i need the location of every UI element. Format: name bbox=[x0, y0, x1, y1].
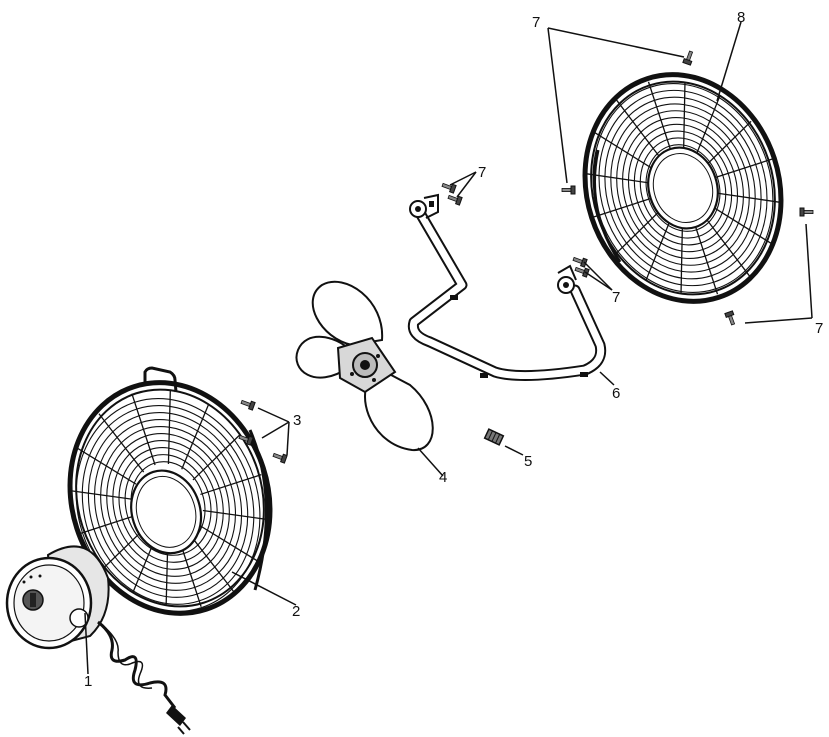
callout-7: 7 bbox=[478, 164, 486, 181]
screw-icon bbox=[799, 207, 814, 217]
screw-icon bbox=[240, 399, 256, 411]
fan-blade bbox=[295, 280, 434, 452]
screw-icon bbox=[572, 256, 588, 268]
screw-icon bbox=[238, 434, 254, 446]
screw-icon bbox=[447, 194, 463, 206]
callout-labels: 7 8 7 7 7 6 3 5 4 2 1 bbox=[84, 9, 823, 690]
screws bbox=[238, 50, 814, 464]
screw-icon bbox=[682, 50, 694, 66]
blade-spinner-nut bbox=[483, 428, 505, 446]
callout-1: 1 bbox=[84, 673, 92, 690]
callout-7: 7 bbox=[532, 14, 540, 31]
callout-8: 8 bbox=[737, 9, 745, 26]
front-grille bbox=[67, 366, 273, 620]
callout-6: 6 bbox=[612, 385, 620, 402]
mounting-bracket bbox=[407, 193, 607, 382]
callout-3: 3 bbox=[293, 412, 301, 429]
callout-2: 2 bbox=[292, 603, 300, 620]
screw-icon bbox=[724, 310, 736, 326]
leader-lines bbox=[84, 21, 813, 675]
callout-4: 4 bbox=[439, 469, 447, 486]
rear-grille bbox=[582, 72, 784, 304]
screw-icon bbox=[272, 452, 288, 464]
power-cord bbox=[97, 620, 191, 735]
motor-housing bbox=[5, 545, 110, 650]
callout-5: 5 bbox=[524, 453, 532, 470]
callout-7: 7 bbox=[612, 289, 620, 306]
screw-icon bbox=[441, 182, 457, 194]
callout-7: 7 bbox=[815, 320, 823, 337]
screw-icon bbox=[561, 185, 576, 195]
screw-icon bbox=[574, 266, 590, 278]
